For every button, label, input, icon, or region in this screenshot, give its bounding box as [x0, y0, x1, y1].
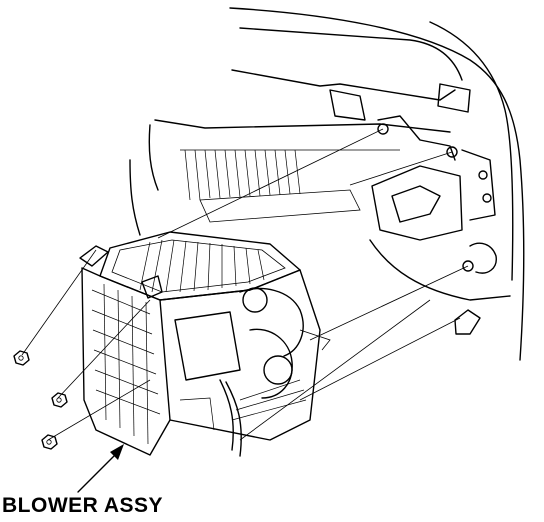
mounting-bracket: [329, 83, 497, 335]
mounting-nut-icons: [13, 350, 68, 450]
nut-icon: [41, 434, 58, 450]
body-bolt-markers: [377, 123, 474, 272]
nut-icon: [13, 350, 30, 366]
nut-icon: [51, 392, 68, 408]
callout-arrow: [77, 444, 124, 493]
alignment-lines: [21, 128, 469, 441]
vehicle-body-outline: [129, 7, 525, 361]
blower-assembly: [79, 231, 331, 457]
blower-assy-label: BLOWER ASSY: [2, 494, 164, 517]
